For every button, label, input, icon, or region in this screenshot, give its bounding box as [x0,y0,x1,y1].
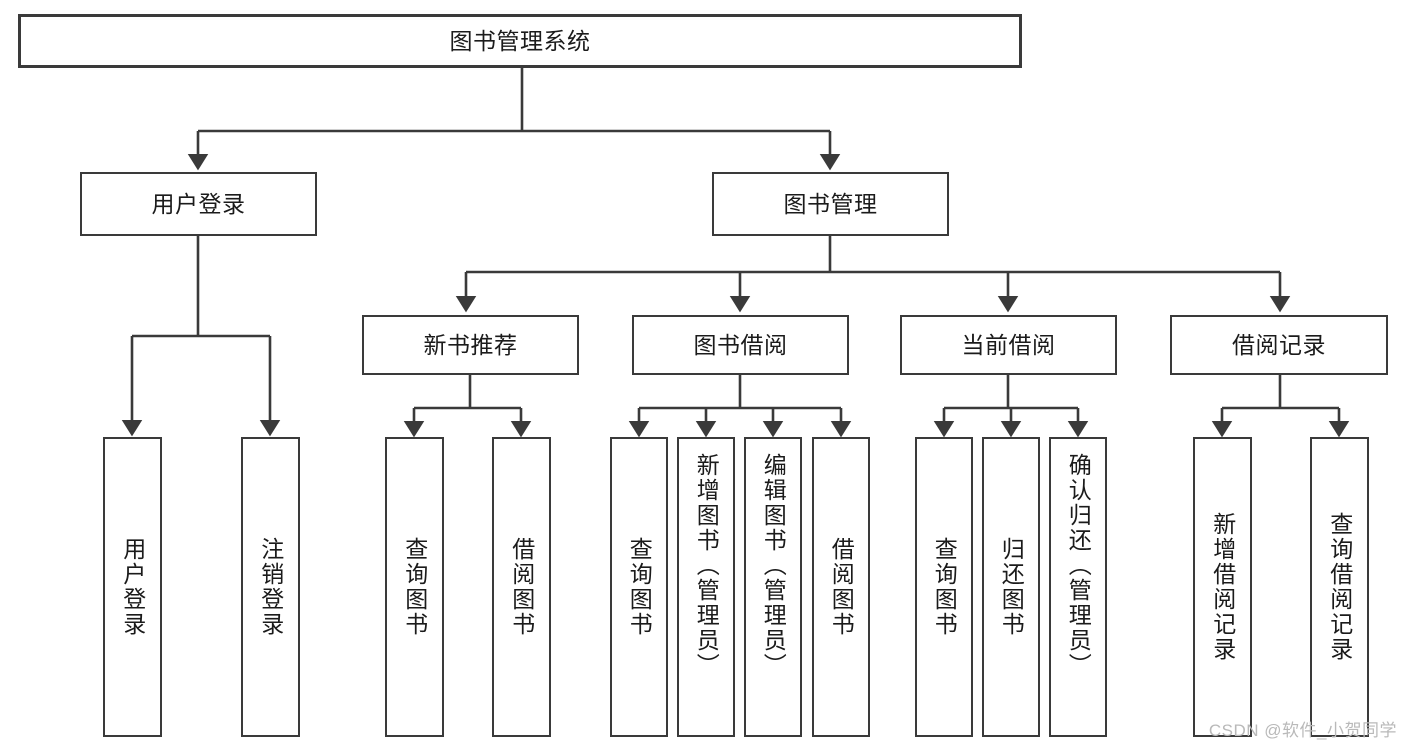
node-leaf-add-book-label: 新增图书（管理员） [693,453,720,678]
node-leaf-query-book-1-label: 查询图书 [401,537,428,637]
node-user-login-label: 用户登录 [151,190,246,217]
node-leaf-borrow-book-1[interactable]: 借阅图书 [492,437,551,737]
node-leaf-query-book-3-label: 查询图书 [931,537,958,637]
node-borrow-record-label: 借阅记录 [1232,331,1326,358]
node-leaf-query-record-label: 查询借阅记录 [1326,512,1353,662]
node-leaf-confirm-return[interactable]: 确认归还（管理员） [1049,437,1107,737]
node-root-label: 图书管理系统 [449,27,591,54]
node-leaf-return-book-label: 归还图书 [998,537,1025,637]
node-book-borrow[interactable]: 图书借阅 [632,315,849,375]
node-leaf-edit-book[interactable]: 编辑图书（管理员） [744,437,802,737]
node-leaf-user-login-label: 用户登录 [119,537,146,637]
node-leaf-query-record[interactable]: 查询借阅记录 [1310,437,1369,737]
node-leaf-logout-label: 注销登录 [257,537,284,637]
node-leaf-return-book[interactable]: 归还图书 [982,437,1040,737]
node-leaf-add-record-label: 新增借阅记录 [1209,512,1236,662]
node-leaf-user-login[interactable]: 用户登录 [103,437,162,737]
node-leaf-add-record[interactable]: 新增借阅记录 [1193,437,1252,737]
node-leaf-borrow-book-2-label: 借阅图书 [828,537,855,637]
node-root[interactable]: 图书管理系统 [18,14,1022,68]
node-leaf-add-book[interactable]: 新增图书（管理员） [677,437,735,737]
node-current-borrow[interactable]: 当前借阅 [900,315,1117,375]
node-user-login[interactable]: 用户登录 [80,172,317,236]
node-leaf-query-book-1[interactable]: 查询图书 [385,437,444,737]
node-book-borrow-label: 图书借阅 [693,331,788,358]
node-new-book-recommend-label: 新书推荐 [423,331,518,358]
node-leaf-borrow-book-1-label: 借阅图书 [508,537,535,637]
node-leaf-query-book-2-label: 查询图书 [626,537,653,637]
node-leaf-query-book-2[interactable]: 查询图书 [610,437,668,737]
node-leaf-confirm-return-label: 确认归还（管理员） [1065,453,1092,678]
node-leaf-query-book-3[interactable]: 查询图书 [915,437,973,737]
node-leaf-borrow-book-2[interactable]: 借阅图书 [812,437,870,737]
node-leaf-edit-book-label: 编辑图书（管理员） [760,453,787,678]
node-current-borrow-label: 当前借阅 [961,331,1056,358]
node-borrow-record[interactable]: 借阅记录 [1170,315,1388,375]
node-new-book-recommend[interactable]: 新书推荐 [362,315,579,375]
csdn-watermark: CSDN @软件_小贺同学 [1208,721,1397,740]
node-book-manage[interactable]: 图书管理 [712,172,949,236]
node-leaf-logout[interactable]: 注销登录 [241,437,300,737]
node-book-manage-label: 图书管理 [783,190,878,217]
